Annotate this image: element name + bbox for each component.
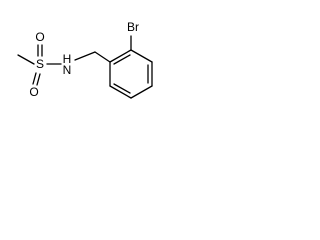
- ring-bond-5: [109, 85, 132, 99]
- bromine-label: Br: [127, 20, 139, 34]
- ring-bond-4: [130, 85, 153, 99]
- ring-double-bond-inner-3: [113, 83, 131, 94]
- bond-nitrogen-methylene: [74, 51, 96, 61]
- hydrogen-label: H: [63, 52, 72, 66]
- ring-double-bond-inner-1: [113, 54, 131, 65]
- oxygen-top-label: O: [35, 30, 44, 44]
- bond-methyl-sulfur: [17, 54, 35, 65]
- bond-sulfur-oxygen-bottom-a: [32, 72, 37, 85]
- nitrogen-label: N: [63, 63, 72, 77]
- ring-bond-2: [130, 49, 153, 63]
- bond-methylene-ring: [94, 51, 111, 63]
- oxygen-bottom-label: O: [29, 85, 38, 99]
- structural-formula: S O O H N Br: [17, 20, 153, 99]
- sulfur-label: S: [36, 57, 44, 71]
- bond-sulfur-oxygen-bottom-b: [36, 73, 41, 86]
- ring-bond-1: [109, 49, 132, 63]
